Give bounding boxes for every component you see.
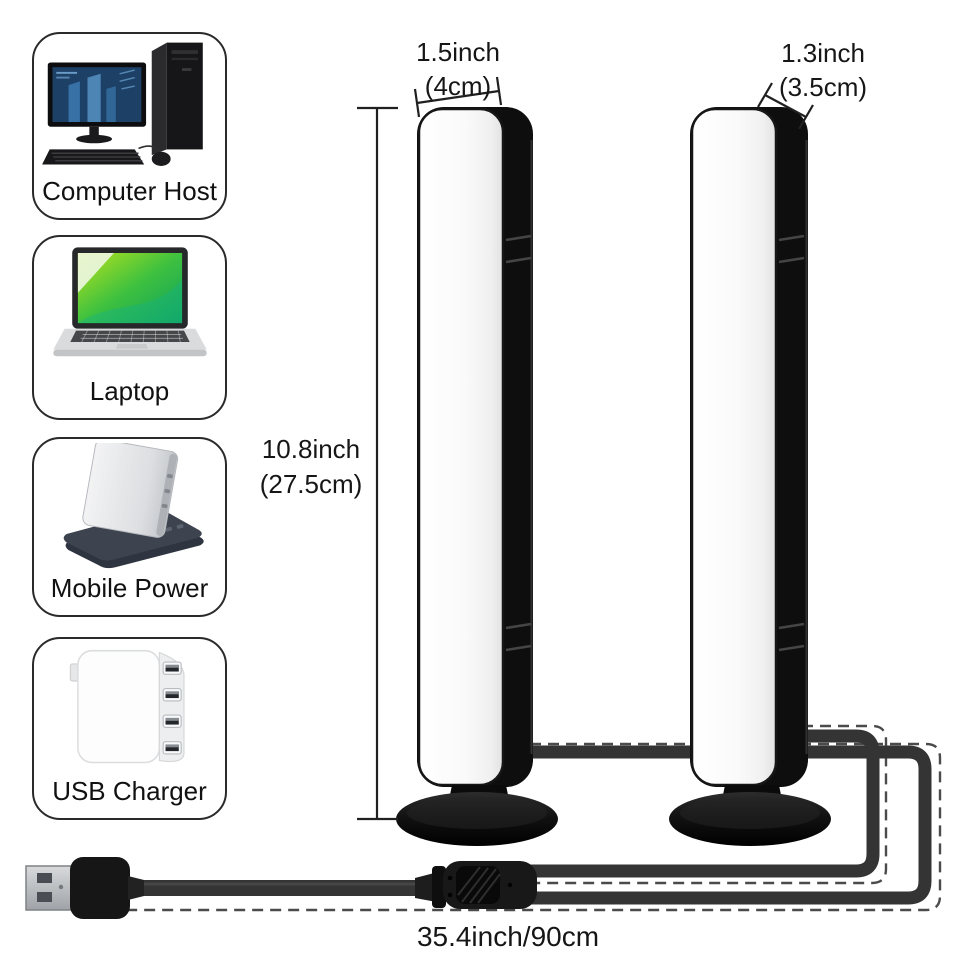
usb-a-plug: [25, 857, 144, 919]
usb-wall-charger-icon: [34, 639, 225, 776]
compat-card-laptop: Laptop: [32, 235, 227, 420]
cable-left-bar: [515, 745, 932, 905]
light-bar-left: [396, 107, 558, 846]
dashed-cable-guides: [126, 724, 942, 912]
cable-right-bar: [518, 729, 880, 878]
bar-depth-cm: (3.5cm): [778, 72, 868, 102]
bar-width-dimension-label: 1.5inch (4cm): [393, 35, 523, 103]
dimension-lines: [357, 76, 814, 821]
laptop-icon: [34, 237, 225, 376]
cables: [124, 729, 932, 905]
dashed-guide-outer: [126, 742, 942, 912]
bar-width-cm: (4cm): [424, 71, 492, 101]
dimension-line-depth: [757, 82, 814, 130]
dashed-guide-inner: [530, 724, 888, 885]
compat-card-computer-host: Computer Host: [32, 32, 227, 220]
bar-depth-inch: 1.3inch: [781, 38, 865, 68]
compat-card-label: Laptop: [89, 376, 170, 406]
power-bank-icon: [34, 439, 225, 573]
dimension-line-height: [357, 106, 398, 821]
compat-card-usb-charger: USB Charger: [32, 637, 227, 820]
bar-height-cm: (27.5cm): [259, 469, 363, 499]
compat-card-mobile-power: Mobile Power: [32, 437, 227, 617]
y-cable-splitter: [415, 861, 537, 909]
compat-card-label: Mobile Power: [50, 573, 209, 603]
desktop-computer-icon: [34, 34, 225, 176]
bar-height-dimension-label: 10.8inch (27.5cm): [246, 432, 376, 502]
dimension-line-width: [413, 76, 503, 118]
bar-width-inch: 1.5inch: [416, 37, 500, 67]
compat-card-label: USB Charger: [52, 776, 207, 806]
light-bar-right: [669, 107, 831, 846]
cable-length-label: 35.4inch/90cm: [416, 921, 600, 952]
bar-height-inch: 10.8inch: [261, 434, 361, 464]
compat-card-label: Computer Host: [42, 176, 217, 206]
bar-depth-dimension-label: 1.3inch (3.5cm): [758, 36, 888, 104]
